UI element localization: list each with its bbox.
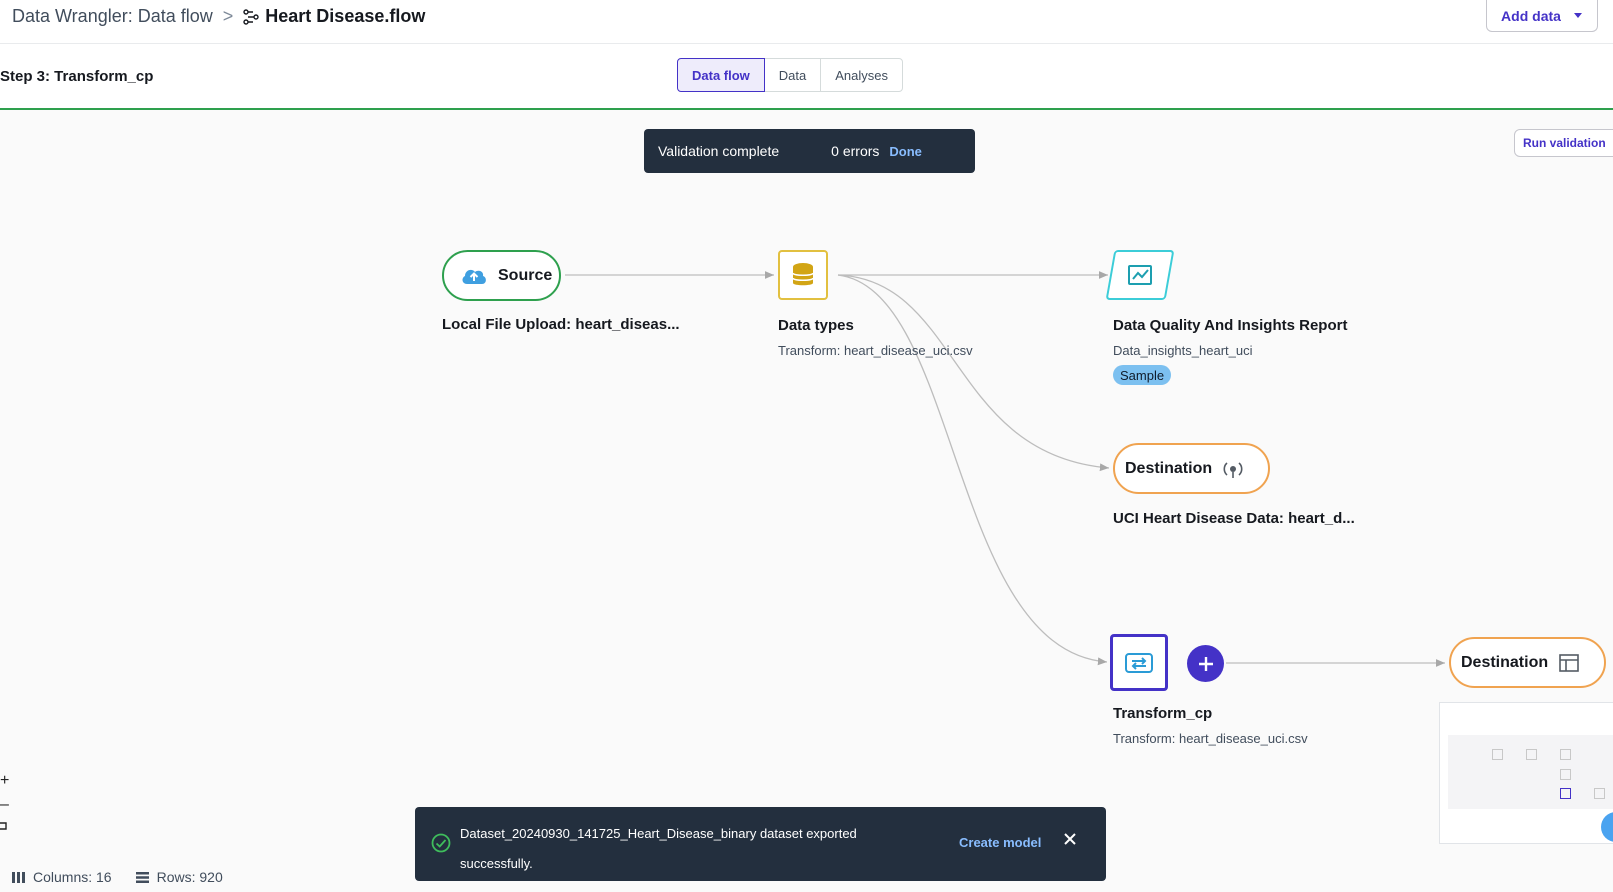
- transform-swap-icon: [1125, 652, 1153, 673]
- destination-node-2[interactable]: Destination: [1449, 637, 1606, 688]
- destination-1-pill-label: Destination: [1125, 459, 1213, 477]
- top-bar: Data Wrangler: Data flow > Heart Disease…: [0, 0, 1613, 44]
- edge-datatypes-transform: [837, 274, 1108, 666]
- add-step-button[interactable]: [1187, 645, 1224, 682]
- export-message: Dataset_20240930_141725_Heart_Disease_bi…: [460, 826, 857, 871]
- validation-banner: Validation complete 0 errors Done: [644, 129, 975, 173]
- add-data-label: Add data: [1501, 7, 1561, 24]
- add-data-button[interactable]: Add data: [1486, 0, 1598, 32]
- chart-icon: [1128, 265, 1152, 285]
- destination-1-label: UCI Heart Disease Data: heart_d...: [1113, 510, 1355, 527]
- view-tabs: Data flow Data Analyses: [677, 58, 904, 92]
- columns-text: Columns: 16: [33, 869, 112, 885]
- status-footer: Columns: 16 Rows: 920: [0, 862, 1613, 892]
- fit-view-icon: [0, 822, 7, 830]
- step-bar: Step 3: Transform_cp Data flow Data Anal…: [0, 44, 1613, 110]
- source-node-label: Local File Upload: heart_diseas...: [442, 316, 680, 333]
- columns-count: Columns: 16: [12, 869, 112, 885]
- report-node[interactable]: [1105, 250, 1175, 300]
- fit-view-button[interactable]: [0, 817, 12, 841]
- destination-2-pill-label: Destination: [1461, 653, 1549, 671]
- plus-icon: [1198, 656, 1213, 671]
- minimap-node-selected: [1560, 788, 1571, 799]
- rows-text: Rows: 920: [156, 869, 223, 885]
- zoom-in-button[interactable]: +: [0, 772, 10, 789]
- validation-errors: 0 errors: [831, 143, 880, 159]
- step-title: Step 3: Transform_cp: [0, 68, 154, 85]
- minimap-node: [1594, 788, 1605, 799]
- export-target-icon: [1223, 461, 1243, 478]
- table-icon: [1559, 653, 1579, 672]
- breadcrumb-app-title[interactable]: Data Wrangler: Data flow: [12, 6, 213, 26]
- tab-data-flow[interactable]: Data flow: [677, 58, 765, 92]
- source-pill-label: Source: [498, 266, 553, 284]
- help-chat-icon[interactable]: [1601, 812, 1613, 842]
- minimap-node: [1526, 749, 1537, 760]
- breadcrumb: Data Wrangler: Data flow > Heart Disease…: [12, 6, 425, 27]
- minimap-node: [1560, 749, 1571, 760]
- minimap-viewport: [1448, 735, 1613, 809]
- columns-icon: [12, 871, 25, 883]
- validation-message: Validation complete: [658, 143, 780, 159]
- export-notification: Dataset_20240930_141725_Heart_Disease_bi…: [415, 807, 1106, 881]
- minimap[interactable]: [1439, 702, 1613, 844]
- edge-datatypes-destination: [837, 274, 1110, 472]
- validation-done-link[interactable]: Done: [889, 143, 922, 159]
- destination-node-1[interactable]: Destination: [1113, 443, 1270, 494]
- rows-count: Rows: 920: [135, 869, 223, 885]
- breadcrumb-flow-name: Heart Disease.flow: [243, 6, 425, 27]
- caret-down-icon: [1573, 12, 1582, 18]
- success-check-icon: [431, 833, 451, 853]
- transform-node[interactable]: [1110, 634, 1168, 691]
- source-node[interactable]: Source: [442, 250, 561, 301]
- zoom-out-button[interactable]: –: [0, 796, 9, 813]
- flow-canvas[interactable]: [0, 110, 1613, 850]
- report-sub: Data_insights_heart_uci: [1113, 343, 1253, 358]
- tab-data[interactable]: Data: [763, 58, 822, 92]
- flow-icon: [243, 8, 259, 25]
- data-types-sub: Transform: heart_disease_uci.csv: [778, 343, 973, 358]
- tab-analyses[interactable]: Analyses: [820, 58, 904, 92]
- flow-name-text: Heart Disease.flow: [265, 6, 426, 26]
- create-model-button[interactable]: Create model: [959, 835, 1042, 850]
- database-icon: [792, 263, 814, 286]
- zoom-controls: + –: [0, 769, 12, 841]
- close-icon[interactable]: [1063, 829, 1077, 852]
- minimap-node: [1560, 769, 1571, 780]
- chevron-right-icon: >: [222, 6, 234, 26]
- run-validation-button[interactable]: Run validation: [1514, 129, 1613, 157]
- transform-sub: Transform: heart_disease_uci.csv: [1113, 731, 1308, 746]
- cloud-upload-icon: [462, 269, 486, 284]
- report-label: Data Quality And Insights Report: [1113, 317, 1348, 334]
- rows-icon: [135, 871, 149, 883]
- transform-label: Transform_cp: [1113, 705, 1213, 722]
- sample-badge: Sample: [1113, 365, 1172, 385]
- minimap-node: [1492, 749, 1503, 760]
- data-types-label: Data types: [778, 317, 854, 334]
- data-types-node[interactable]: [778, 250, 828, 300]
